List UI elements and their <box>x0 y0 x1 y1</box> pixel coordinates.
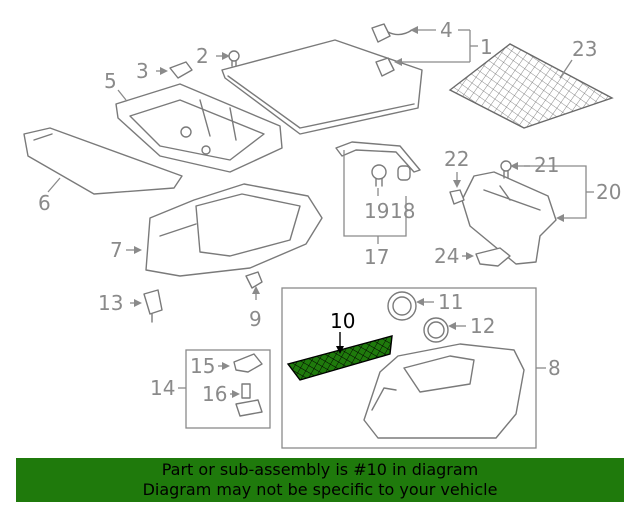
part-8-quarter-trim <box>363 343 525 439</box>
label-4: 4 <box>440 18 453 42</box>
group-14-box <box>185 349 271 429</box>
label-21: 21 <box>534 153 559 177</box>
label-16: 16 <box>202 382 227 406</box>
part-16-bolt <box>235 383 263 417</box>
info-banner: Part or sub-assembly is #10 in diagram D… <box>16 458 624 502</box>
label-14: 14 <box>150 376 175 400</box>
part-19-clip <box>371 164 387 187</box>
part-23-cargo-net <box>448 43 614 129</box>
part-3-clip <box>169 61 193 79</box>
part-22-clip <box>449 189 465 205</box>
label-12: 12 <box>470 314 495 338</box>
label-23: 23 <box>572 37 597 61</box>
label-10: 10 <box>330 309 355 333</box>
part-15-cover <box>233 353 263 373</box>
part-12-ring <box>423 317 449 343</box>
label-19: 19 <box>364 199 389 223</box>
part-13-hook <box>143 289 163 323</box>
label-1: 1 <box>480 35 493 59</box>
part-7-side-trim-left <box>145 183 323 277</box>
part-2-clip <box>228 50 240 67</box>
label-17: 17 <box>364 245 389 269</box>
part-24-bracket <box>475 247 511 267</box>
part-11-grommet <box>387 291 417 321</box>
part-1-trunk-mat <box>221 39 423 135</box>
label-8: 8 <box>548 356 561 380</box>
part-9-clip <box>245 271 263 289</box>
label-3: 3 <box>136 59 149 83</box>
label-11: 11 <box>438 290 463 314</box>
part-18-clip <box>397 165 411 181</box>
label-24: 24 <box>434 244 459 268</box>
part-5-storage-tray <box>115 83 283 173</box>
label-22: 22 <box>444 147 469 171</box>
label-5: 5 <box>104 69 117 93</box>
label-13: 13 <box>98 291 123 315</box>
label-2: 2 <box>196 44 209 68</box>
part-17-molding <box>335 141 421 173</box>
part-10-side-net <box>286 335 393 381</box>
part-6-floor-board <box>23 127 183 195</box>
label-7: 7 <box>110 238 123 262</box>
banner-line-2: Diagram may not be specific to your vehi… <box>142 480 498 499</box>
label-9: 9 <box>249 307 262 331</box>
banner-line-1: Part or sub-assembly is #10 in diagram <box>161 460 479 479</box>
label-20: 20 <box>596 180 621 204</box>
part-4-hooks <box>371 23 413 77</box>
label-18: 18 <box>390 199 415 223</box>
parts-diagram: 4 1 23 2 3 5 6 7 <box>23 18 621 449</box>
part-20-side-trim-right <box>461 171 557 265</box>
label-6: 6 <box>38 191 51 215</box>
label-15: 15 <box>190 354 215 378</box>
